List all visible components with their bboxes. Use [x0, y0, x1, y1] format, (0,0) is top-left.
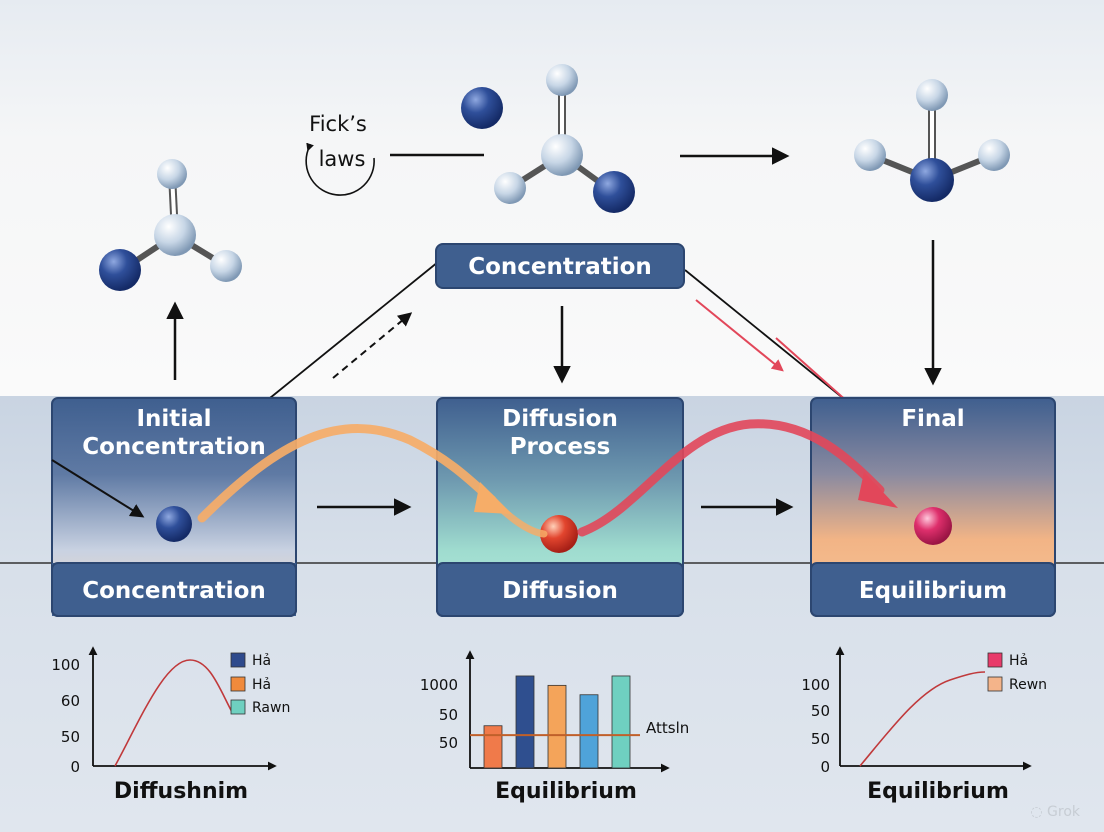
- chart1-bars: [483, 675, 631, 769]
- chart1-ytick-50b: 50: [439, 734, 458, 752]
- chart1-ytick-50a: 50: [439, 706, 458, 724]
- chart1-bar-1: [483, 725, 503, 769]
- chart-equilibrium-bar: 1000 50 50 Attsln Equilibrium: [420, 650, 689, 804]
- chart2-ytick-50a: 50: [811, 702, 830, 720]
- ficks-laws-label: Fick’s laws: [305, 112, 375, 196]
- chart1-ytick-1000: 1000: [420, 676, 458, 694]
- watermark: ◌ Grok: [1030, 804, 1080, 820]
- panel-initial: Initial Concentration Concentration: [51, 397, 297, 617]
- chart0-ytick-100: 100: [51, 656, 80, 674]
- red-arrow-upper: [695, 299, 784, 372]
- chart1-bar-4: [579, 694, 599, 769]
- panel-diffusion-footer: Diffusion: [502, 578, 618, 604]
- chart-diffusion-line: 100 60 50 0 Hả Hả Rawn Diffushnim: [51, 646, 290, 804]
- chart0-legend-swatch-2: [230, 676, 246, 692]
- ficks-label-line2: laws: [319, 147, 366, 171]
- molecule-left: [99, 159, 242, 291]
- ficks-label-line1: Fick’s: [309, 112, 367, 136]
- chart1-bar-2: [515, 675, 535, 769]
- chart2-legend-label-2: Rewn: [1009, 677, 1047, 693]
- chart0-series-line: [114, 659, 233, 767]
- watermark-icon: ◌: [1030, 804, 1043, 820]
- panel-final-footer: Equilibrium: [859, 578, 1007, 604]
- panel-initial-footer: Concentration: [82, 578, 266, 604]
- red-curved-arrow: [577, 419, 898, 537]
- orange-curved-arrow: [197, 424, 548, 538]
- chart0-caption: Diffushnim: [114, 779, 248, 804]
- link-initial-to-concentration: [269, 261, 439, 399]
- chart0-ytick-50: 50: [61, 728, 80, 746]
- chart-equilibrium-line: 100 50 50 0 Hả Rewn Equilibrium: [801, 646, 1047, 804]
- chart2-ytick-50b: 50: [811, 730, 830, 748]
- panel-diffusion-title-1: Diffusion: [502, 406, 618, 432]
- molecule-right: [854, 79, 1010, 202]
- panel-final: Final Equilibrium: [810, 397, 1056, 617]
- watermark-text: Grok: [1047, 804, 1080, 820]
- chart0-legend-label-3: Rawn: [252, 700, 290, 716]
- panel-initial-title-2: Concentration: [82, 434, 266, 460]
- chart0-ytick-0: 0: [70, 758, 80, 776]
- particle-initial: [156, 506, 192, 542]
- chart1-bar-3: [547, 684, 567, 769]
- chart1-caption: Equilibrium: [495, 779, 637, 804]
- chart2-legend-label-1: Hả: [1009, 653, 1028, 669]
- chart0-legend-swatch-1: [230, 652, 246, 668]
- chart0-ytick-60: 60: [61, 692, 80, 710]
- panel-initial-title-1: Initial: [136, 406, 211, 432]
- concentration-box-label: Concentration: [468, 254, 652, 280]
- molecule-center: [494, 64, 635, 213]
- particle-final: [914, 507, 952, 545]
- chart2-legend-swatch-2: [987, 676, 1003, 692]
- dashed-arrow: [332, 312, 413, 379]
- panel-diffusion: Diffusion Process Diffusion: [436, 397, 684, 617]
- chart2-legend-swatch-1: [987, 652, 1003, 668]
- chart2-ytick-0: 0: [820, 758, 830, 776]
- particle-diffusion: [540, 515, 578, 553]
- chart1-reference-label: Attsln: [646, 719, 689, 737]
- molecule-lone: [461, 87, 503, 129]
- panel-final-title: Final: [901, 406, 964, 432]
- chart0-legend-swatch-3: [230, 699, 246, 715]
- chart0-legend-label-1: Hả: [252, 653, 271, 669]
- chart1-bar-5: [611, 675, 631, 769]
- panel-diffusion-title-2: Process: [510, 434, 611, 460]
- concentration-box: Concentration: [435, 243, 685, 289]
- chart0-legend-label-2: Hả: [252, 677, 271, 693]
- chart2-caption: Equilibrium: [867, 779, 1009, 804]
- chart2-series-line: [859, 671, 986, 767]
- chart2-ytick-100: 100: [801, 676, 830, 694]
